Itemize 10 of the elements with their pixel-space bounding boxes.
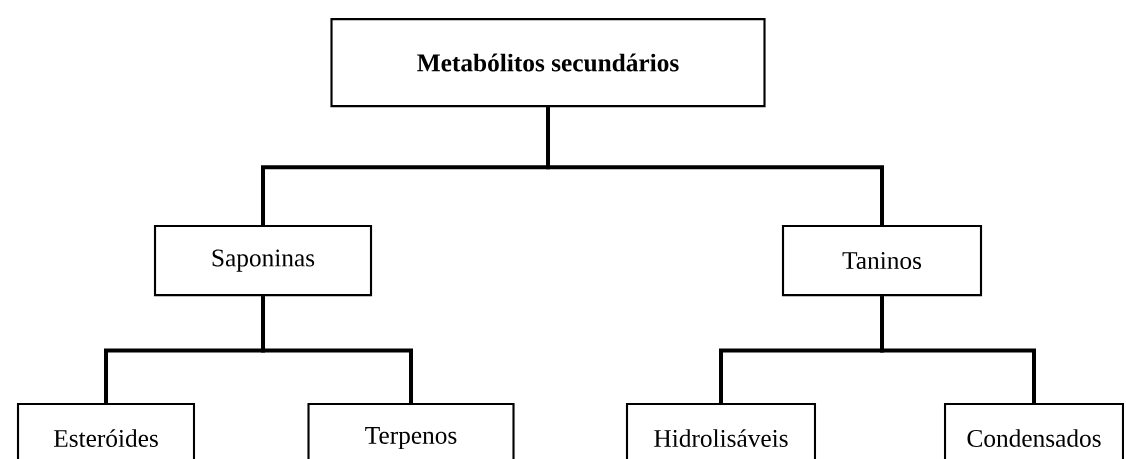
category-box: Taninos (781, 225, 983, 297)
connector-line (880, 296, 1036, 403)
connector-line (546, 107, 884, 225)
category-box: Saponinas (153, 225, 373, 297)
category-box: Condensados (943, 403, 1125, 459)
category-box: Hidrolisáveis (625, 403, 817, 459)
category-box: Metabólitos secundários (330, 18, 766, 108)
category-box: Terpenos (307, 403, 515, 459)
connector-line (261, 296, 413, 403)
category-box: Esteróides (16, 403, 196, 459)
